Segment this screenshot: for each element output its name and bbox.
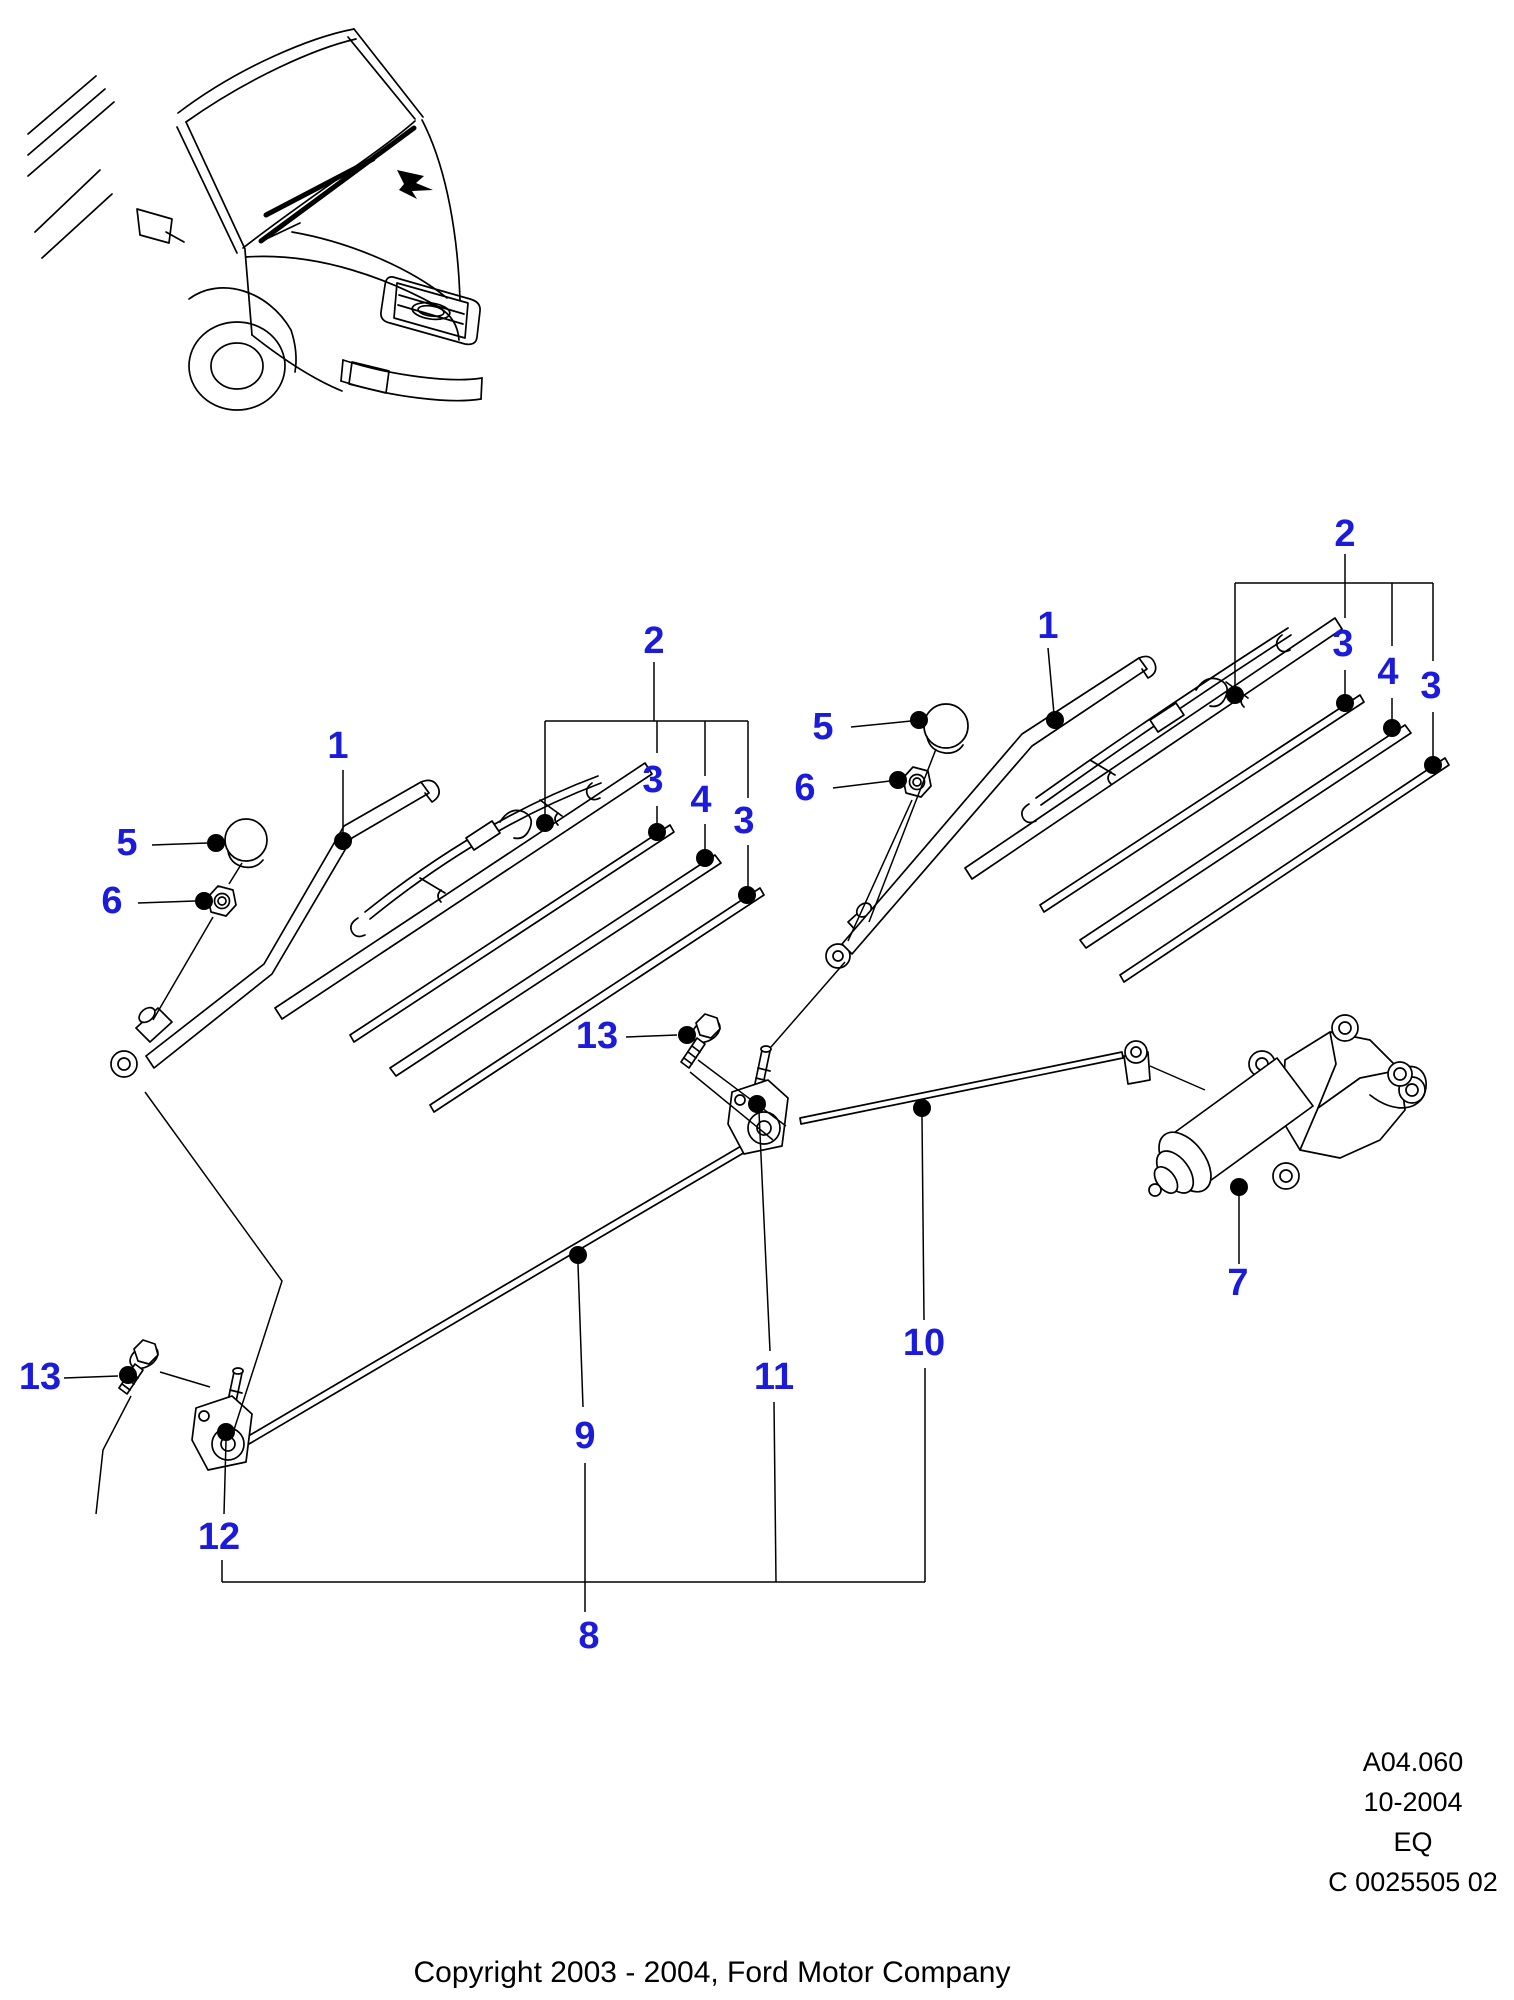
copyright-text: Copyright 2003 - 2004, Ford Motor Compan… bbox=[413, 1956, 1011, 1989]
motor-drawing bbox=[1148, 1014, 1427, 1197]
left-wiper-arm-drawing bbox=[110, 779, 440, 1078]
callout-left-pivot-shaft: 12 bbox=[197, 1516, 241, 1558]
callout-crank-pivot: 11 bbox=[753, 1356, 795, 1398]
callout-wiper-motor: 7 bbox=[1227, 1262, 1249, 1304]
callout-left-blade-assembly: 2 bbox=[643, 620, 665, 662]
mounting-bolts bbox=[118, 1013, 721, 1395]
callout-mounting-bolt-left: 13 bbox=[18, 1356, 62, 1398]
left-blade-group-drawing bbox=[274, 762, 765, 1113]
right-blade-group-drawing bbox=[964, 617, 1450, 983]
car-illustration bbox=[27, 28, 483, 411]
drawing-code-variant: EQ bbox=[1393, 1827, 1433, 1857]
callout-long-link-rod: 9 bbox=[574, 1415, 596, 1457]
callout-right-pivot-cap: 5 bbox=[812, 706, 834, 748]
callout-left-pivot-nut: 6 bbox=[101, 880, 123, 922]
callout-right-blade-assembly: 2 bbox=[1334, 513, 1356, 555]
callout-left-wiper-arm: 1 bbox=[327, 725, 349, 767]
callout-right-refill-rear: 3 bbox=[1420, 665, 1442, 707]
callout-mounting-bolt-center: 13 bbox=[575, 1015, 619, 1057]
drawing-code-section: A04.060 bbox=[1362, 1747, 1464, 1777]
callout-left-backing-strip: 4 bbox=[690, 779, 712, 821]
callout-left-pivot-cap: 5 bbox=[116, 822, 138, 864]
callout-left-refill-front: 3 bbox=[642, 759, 664, 801]
leader-lines bbox=[63, 554, 1434, 1612]
drawing-code-number: C 0025505 02 bbox=[1328, 1867, 1498, 1897]
callout-short-link-rod: 10 bbox=[902, 1322, 946, 1364]
callout-left-refill-rear: 3 bbox=[733, 800, 755, 842]
callout-dots bbox=[119, 686, 1442, 1441]
linkage-drawing bbox=[191, 1040, 1151, 1471]
drawing-code-block: A04.060 10-2004 EQ C 0025505 02 bbox=[1303, 1742, 1514, 1902]
callout-linkage-assembly: 8 bbox=[578, 1615, 600, 1657]
callout-right-wiper-arm: 1 bbox=[1037, 605, 1059, 647]
right-wiper-arm-drawing bbox=[825, 655, 1157, 969]
callout-right-refill-front: 3 bbox=[1332, 623, 1354, 665]
drawing-code-date: 10-2004 bbox=[1363, 1787, 1463, 1817]
callout-right-pivot-nut: 6 bbox=[794, 767, 816, 809]
callout-right-backing-strip: 4 bbox=[1377, 651, 1399, 693]
